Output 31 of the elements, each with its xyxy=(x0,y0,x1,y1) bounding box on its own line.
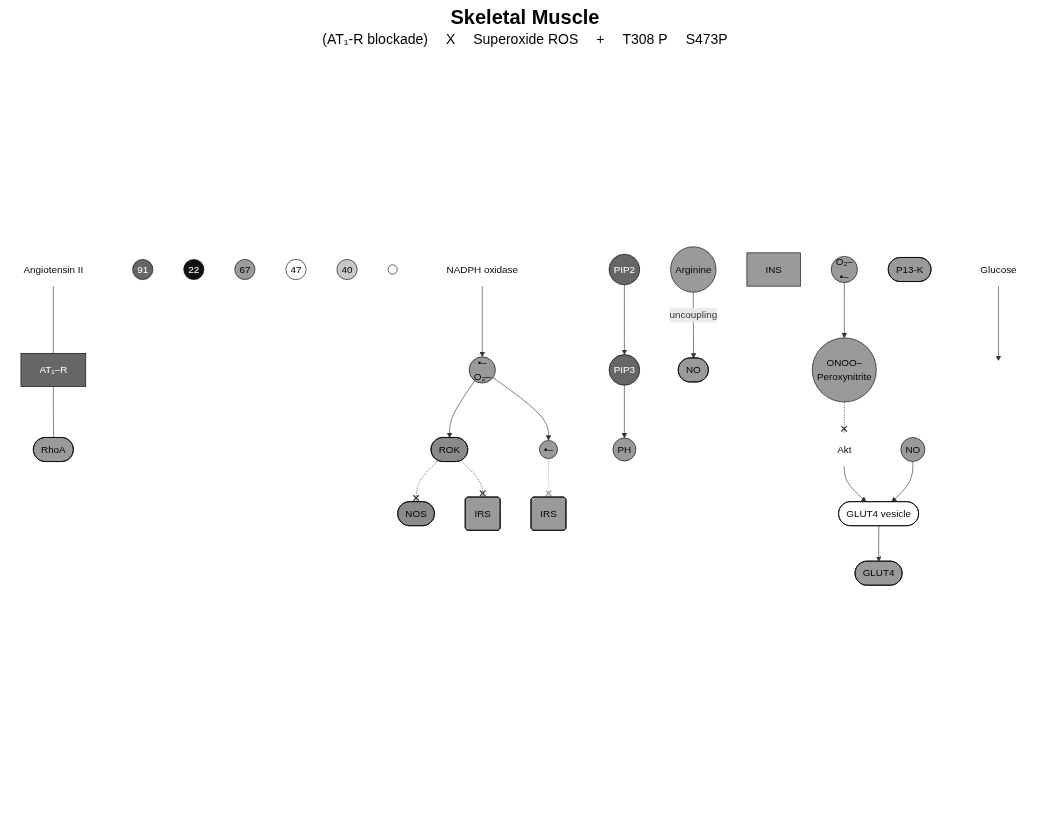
note-label: (AT₁-R blockade) xyxy=(322,31,428,47)
diagram-title: Skeletal Muscle xyxy=(449,6,601,29)
node-text: NADPH oxidase xyxy=(446,263,518,275)
node-circle: 47 xyxy=(285,259,307,280)
node-text: Angiotensin II xyxy=(23,263,84,275)
note-label: S473P xyxy=(685,31,728,47)
node-box: INS xyxy=(746,252,801,287)
node-circle: 40 xyxy=(336,259,358,280)
node-circle: ONOO– Peroxynitrite xyxy=(811,337,877,403)
node-circle: 91 xyxy=(132,259,154,280)
node-text: Glucose xyxy=(980,263,1017,275)
note-label: + xyxy=(596,31,605,47)
node-circle: •– O₂– xyxy=(468,356,496,384)
node-circle: NO xyxy=(900,437,926,462)
node-circle: Arginine xyxy=(670,246,717,293)
node-box: AT₁–R xyxy=(20,353,87,387)
node-circle: 22 xyxy=(183,259,205,280)
connector xyxy=(53,386,54,439)
node-text: Akt xyxy=(837,443,852,455)
node-circle: PH xyxy=(612,437,637,462)
node-circle xyxy=(387,264,398,275)
node-circle: PIP2 xyxy=(608,253,641,286)
connector xyxy=(53,285,54,354)
node-circle: PIP3 xyxy=(608,354,641,386)
note-label: X xyxy=(445,31,456,47)
node-circle: O₂– •– xyxy=(830,256,858,283)
note-label: T308 P xyxy=(622,31,668,47)
node-circle: •– xyxy=(539,440,558,459)
edge-label: uncoupling xyxy=(669,309,718,320)
note-label: Superoxide ROS xyxy=(473,31,579,47)
node-circle: 67 xyxy=(234,259,256,280)
